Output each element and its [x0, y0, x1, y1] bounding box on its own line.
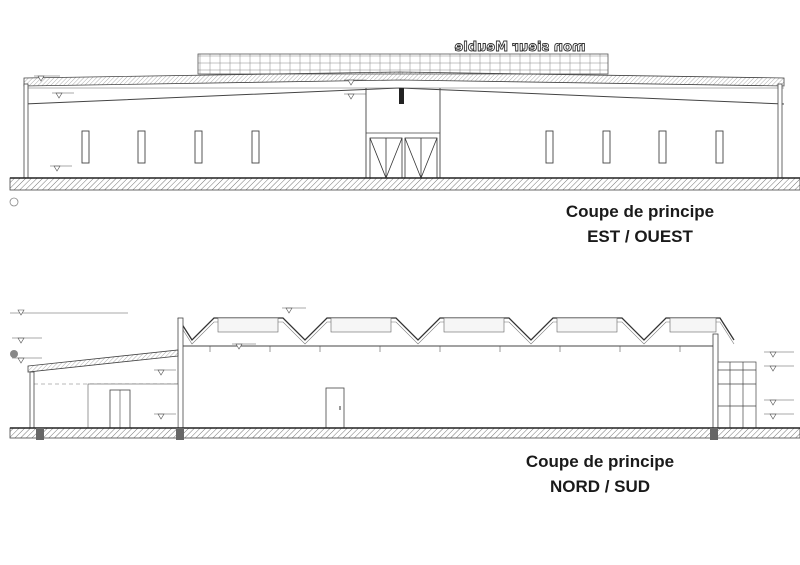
- wall-east: [777, 83, 783, 179]
- level-markers-2: [10, 307, 794, 420]
- section-2-caption-orientation: NORD / SUD: [549, 477, 651, 496]
- annex-roof: [27, 349, 179, 373]
- section-1-caption-title: Coupe de principe: [565, 202, 715, 221]
- wall-nord: [177, 317, 184, 429]
- ground-slab-1: [9, 177, 800, 191]
- entrance-doors: [369, 137, 438, 179]
- section-nord-sud: [9, 307, 800, 440]
- south-glazing: [717, 361, 757, 429]
- hall-door: [325, 387, 345, 429]
- windows-west: [81, 130, 260, 164]
- annex-wall: [29, 371, 35, 429]
- roof-sign-logo: mon sieur Meuble: [454, 40, 586, 56]
- roof-sign-panel: [197, 53, 609, 75]
- svg-text:mon sieur Meuble: mon sieur Meuble: [454, 40, 585, 55]
- section-1-caption-orientation: EST / OUEST: [587, 227, 693, 246]
- wall-west: [23, 83, 29, 179]
- wall-sud: [712, 333, 719, 429]
- level-markers-1: [34, 75, 366, 172]
- section-2-caption-title: Coupe de principe: [525, 452, 675, 471]
- windows-east: [545, 130, 724, 164]
- section-est-ouest: mon sieur Meuble: [9, 40, 800, 207]
- ground-slab-2: [9, 427, 800, 439]
- roof-structure: [23, 71, 785, 87]
- skylights: [217, 317, 717, 333]
